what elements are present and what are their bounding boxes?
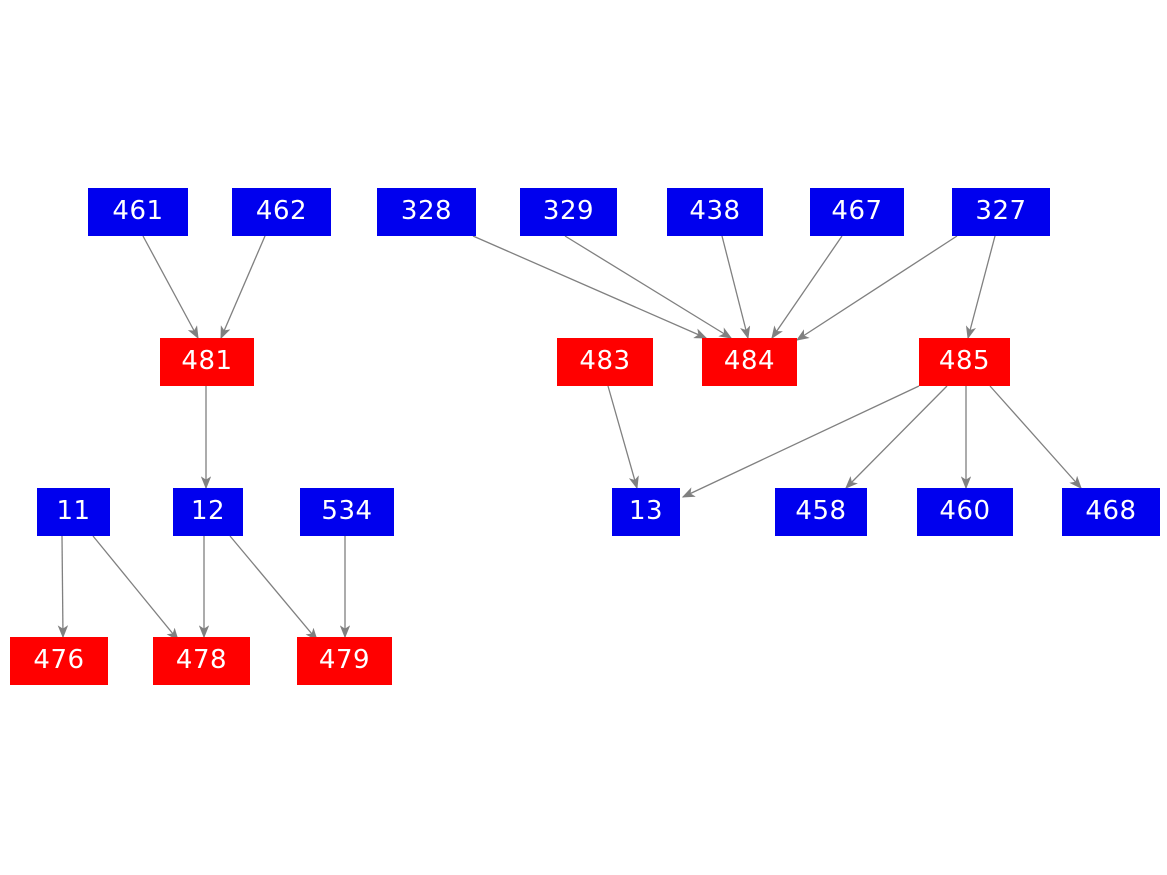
node-label-484: 484	[723, 346, 776, 376]
node-label-483: 483	[579, 346, 631, 376]
node-label-485: 485	[938, 346, 991, 376]
node-11[interactable]: 11	[37, 488, 110, 536]
edge-11-to-478	[92, 535, 179, 642]
node-label-438: 438	[689, 196, 741, 226]
edge-467-to-484	[771, 235, 843, 340]
node-label-468: 468	[1085, 496, 1137, 526]
edge-438-to-484	[721, 235, 751, 340]
node-label-328: 328	[400, 196, 453, 226]
node-label-458: 458	[795, 496, 847, 526]
node-label-11: 11	[56, 496, 91, 526]
node-label-327: 327	[975, 196, 1027, 226]
node-label-12: 12	[190, 496, 226, 526]
node-12[interactable]: 12	[173, 488, 243, 536]
node-476[interactable]: 476	[10, 637, 108, 685]
edge-327-to-484	[795, 235, 958, 341]
edge-485-to-13	[681, 385, 920, 498]
edge-483-to-13	[607, 385, 639, 490]
edge-462-to-481	[220, 235, 266, 340]
edge-12-to-479	[229, 535, 318, 641]
node-462[interactable]: 462	[232, 188, 331, 236]
edge-485-to-468	[989, 385, 1082, 489]
node-label-460: 460	[939, 496, 991, 526]
edge-461-to-481	[142, 235, 199, 340]
edge-327-to-485	[965, 235, 996, 340]
node-label-481: 481	[181, 346, 233, 376]
node-461[interactable]: 461	[88, 188, 188, 236]
node-327[interactable]: 327	[952, 188, 1050, 236]
node-438[interactable]: 438	[667, 188, 763, 236]
edge-485-to-458	[845, 385, 948, 489]
node-485[interactable]: 485	[919, 338, 1010, 386]
node-label-13: 13	[628, 496, 664, 526]
node-458[interactable]: 458	[775, 488, 867, 536]
node-483[interactable]: 483	[557, 338, 653, 386]
node-479[interactable]: 479	[297, 637, 392, 685]
node-13[interactable]: 13	[612, 488, 680, 536]
node-label-461: 461	[112, 196, 164, 226]
node-468[interactable]: 468	[1062, 488, 1160, 536]
node-label-329: 329	[542, 196, 595, 226]
node-label-462: 462	[255, 196, 308, 226]
node-460[interactable]: 460	[917, 488, 1013, 536]
node-label-476: 476	[33, 645, 85, 675]
node-label-478: 478	[175, 645, 228, 675]
node-484[interactable]: 484	[702, 338, 797, 386]
node-467[interactable]: 467	[810, 188, 904, 236]
node-328[interactable]: 328	[377, 188, 476, 236]
edge-11-to-476	[57, 535, 69, 639]
node-481[interactable]: 481	[160, 338, 254, 386]
edge-328-to-484	[472, 235, 708, 339]
node-label-534: 534	[321, 496, 373, 526]
node-label-479: 479	[318, 645, 371, 675]
node-329[interactable]: 329	[520, 188, 617, 236]
node-478[interactable]: 478	[153, 637, 250, 685]
edges-group	[57, 235, 1082, 642]
node-534[interactable]: 534	[300, 488, 394, 536]
edge-329-to-484	[564, 235, 733, 339]
node-label-467: 467	[831, 196, 883, 226]
